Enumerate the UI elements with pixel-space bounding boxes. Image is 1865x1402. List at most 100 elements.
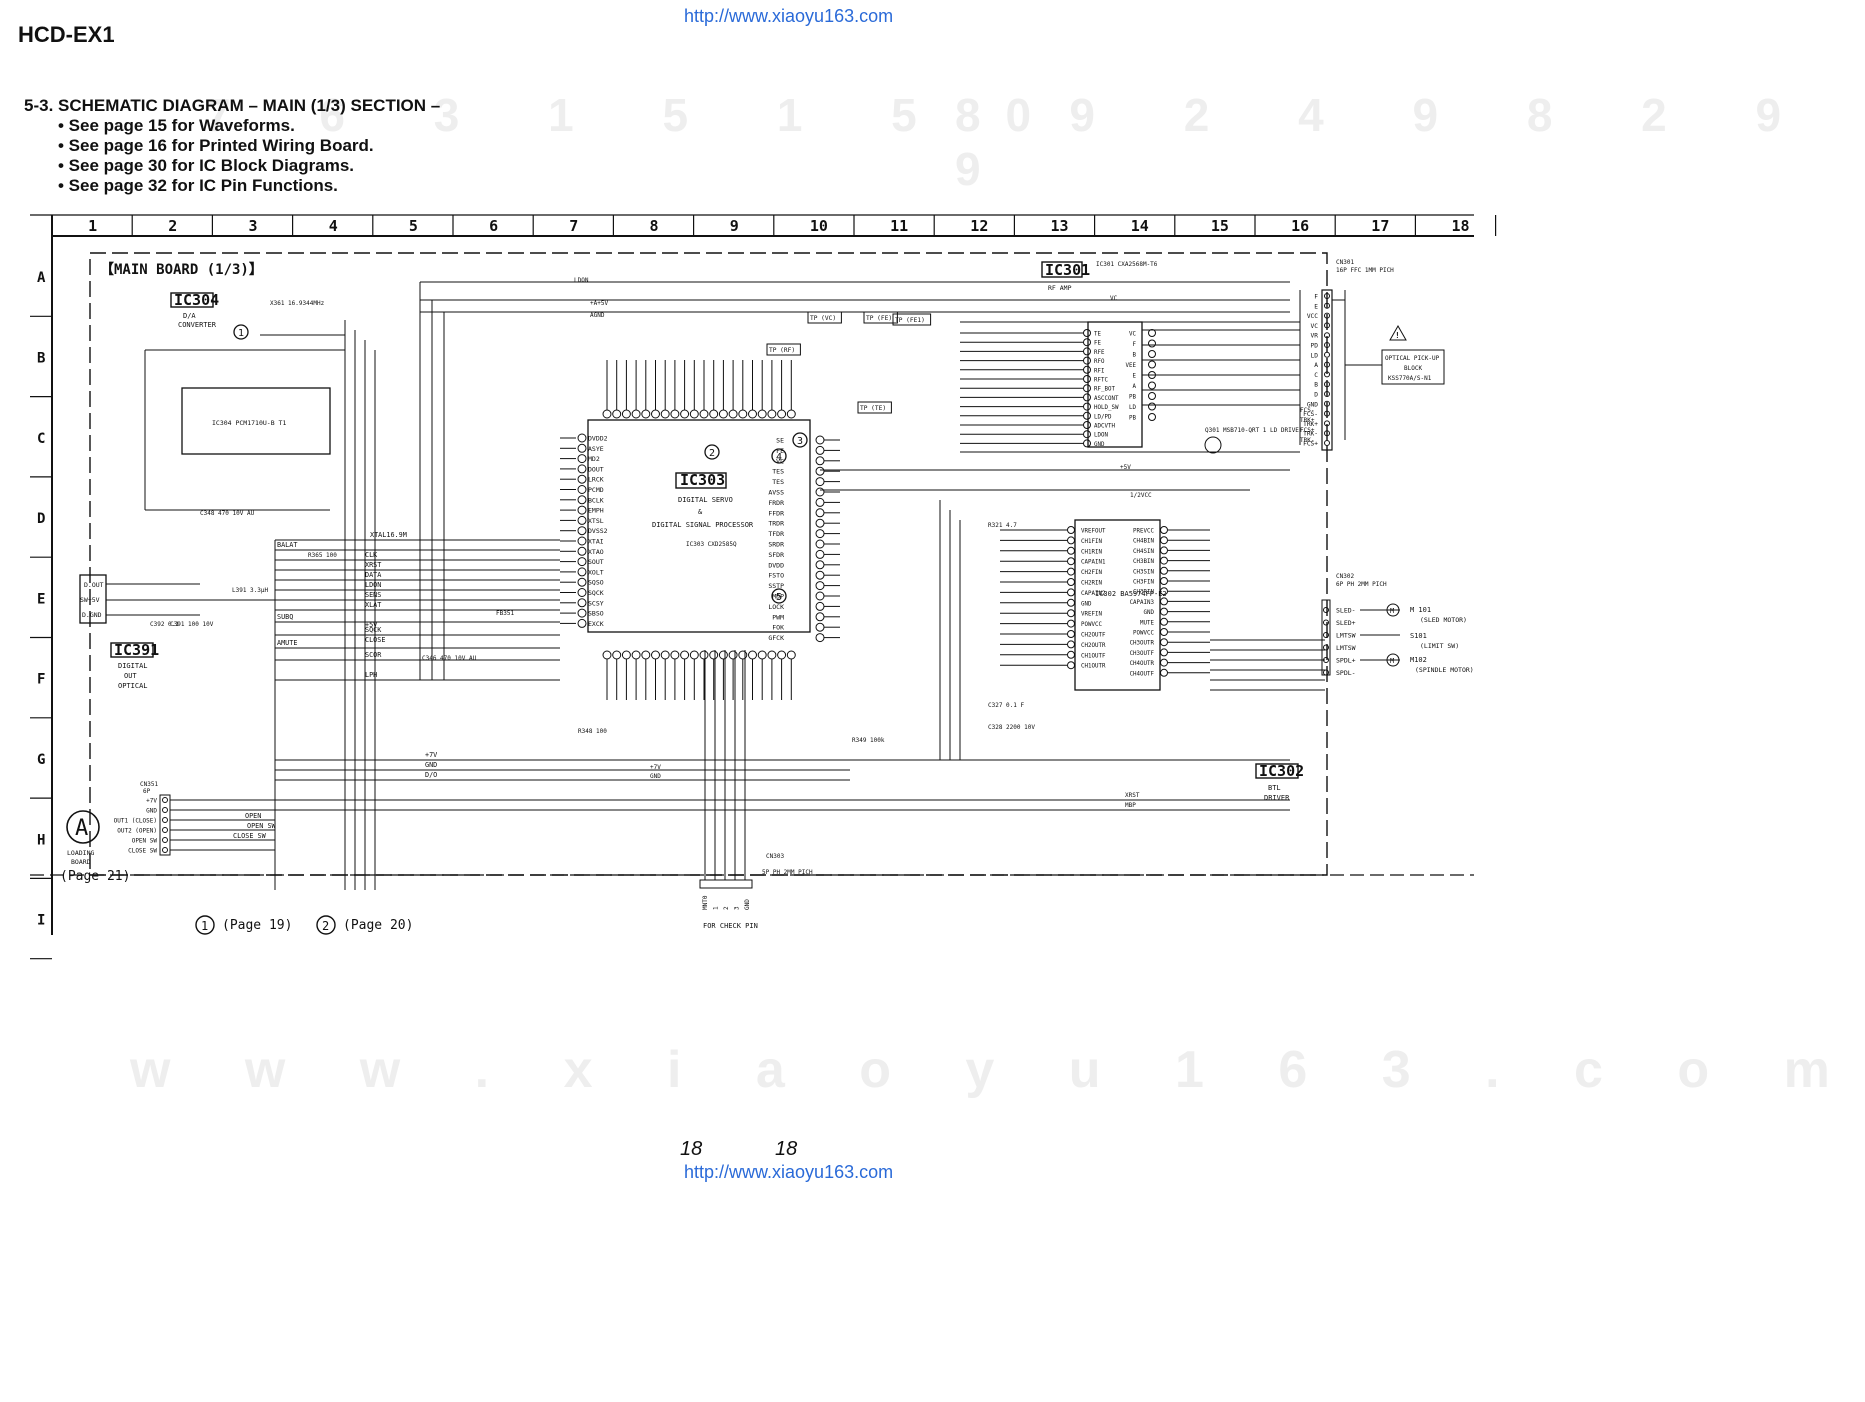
r348-label: R348 100 [578,728,607,735]
ic302-pin-left: CH1FIN [1081,539,1102,545]
cn301-pin: F [1314,294,1318,301]
x361-label: X361 16.9344MHz [270,300,325,307]
ic303-desc1: DIGITAL SERVO [678,496,733,504]
ic303-pin-left: EMPH [588,507,604,515]
ic301-pin-left: LDON [1094,433,1108,439]
cn303-pin: 3 [734,906,741,910]
watermark-site: w w w . x i a o y u 1 6 3 . c o m [130,1041,1860,1099]
ic302: IC302 BA5974FP-E2 IC302 BTL DRIVER [1074,519,1304,802]
grid-row-G: G [37,752,45,768]
cn301-pin: LD [1311,352,1319,359]
bus-signal: XLAT [365,601,381,609]
ic303-pin-left: SCSY [588,599,604,607]
cn302-pin: SPDL- [1336,669,1356,677]
bus-signal-right: MBP [1125,802,1136,809]
ic391-ref: IC391 [114,641,159,659]
ic303-pin-right: FRDR [768,499,784,507]
page-number-left: 18 [680,1138,703,1160]
grid-col-11: 11 [890,217,908,235]
grid-row-H: H [37,832,45,848]
cn301-pin: GND [1307,401,1318,408]
ic391-pin-dgnd: D.GND [82,611,102,619]
bus-signal-right: AGND [590,312,605,319]
bottom-url[interactable]: http://www.xiaoyu163.com [684,1162,894,1182]
marker-3: 3 [797,436,803,447]
cn351: CN351 6P [140,781,171,856]
ic303-pin-left: LRCK [588,476,604,484]
ic303-pin-right: SFDR [768,551,784,559]
ic304-part: IC304 PCM1710U-B T1 [212,419,286,427]
ic301-pin-right: E [1133,374,1137,380]
ic303: IC303 DIGITAL SERVO & DIGITAL SIGNAL PRO… [587,419,811,633]
marker-5: 5 [776,592,782,603]
cn301-ref: CN301 [1336,259,1354,266]
grid-row-B: B [37,350,45,366]
section-title: 5-3. SCHEMATIC DIAGRAM – MAIN (1/3) SECT… [24,96,441,115]
ic303-pin-left: MD2 [588,455,600,463]
bus-signal-right: +A+5V [590,300,608,307]
bus-signal: CLOSE_SW [233,832,267,840]
ic301-pin-left: GND [1094,442,1105,448]
ic302-pin-left: CAPAIN1 [1081,560,1106,566]
grid-col-12: 12 [970,217,988,235]
bus-signal: BALAT [277,541,297,549]
cn301: CN301 16P FFC 1MM PICH [1321,259,1394,451]
bus-signal: +5V [365,621,377,629]
cn301-pin: FCS+ [1303,441,1318,448]
fb351-label: FB351 [496,610,514,617]
ic302-ref: IC302 [1259,762,1304,780]
ic303-pin-right: AVSS [768,489,784,497]
bus-signal-right: +7V [650,764,661,771]
grid-col-7: 7 [569,217,578,235]
cn302-pin: SLED+ [1336,619,1356,627]
ic301-ref: IC301 [1045,261,1090,279]
ic303-pin-left: ASYE [588,445,604,453]
ic301-pin-left: RFI [1094,368,1104,374]
ic302-pin-right: GND [1144,610,1155,616]
top-url[interactable]: http://www.xiaoyu163.com [684,6,894,26]
q301-label: Q301 MSB710-QRT 1 LD DRIVE [1205,427,1299,434]
ic301-pin-right: F [1133,342,1137,348]
svg-text:1: 1 [201,919,208,933]
svg-text:!: ! [1395,331,1400,340]
ic302-pin-left: GND [1081,601,1092,607]
optical-l2: BLOCK [1404,365,1422,372]
loading-board: A LOADING BOARD (Page 21) [60,810,130,884]
cn301-desc: 16P FFC 1MM PICH [1336,267,1394,274]
ic303-pin-right: MDP [772,593,784,601]
ic302-pin-left: CH2RIN [1081,581,1102,587]
svg-text:M: M [1390,607,1394,615]
ic302-pin-right: CH4SIN [1133,549,1154,555]
ic301-pin-right: VC [1129,332,1136,338]
bus-signal: SQCK [365,626,382,634]
bus-signal-right: +5V [1120,464,1131,471]
cn303-ref: CN303 [766,853,784,860]
bus-signal: LPH [365,671,377,679]
ic303-pin-right: SE [776,437,784,445]
grid-col-13: 13 [1051,217,1069,235]
cn303-pin: GND [744,899,751,910]
bus-signal-right: FCS- [1300,407,1314,414]
ic301-pin-right: PB [1129,395,1136,401]
cn302-ref: CN302 [1336,573,1354,580]
offpage-2: 2 (Page 20) [316,915,413,935]
grid-col-18: 18 [1452,217,1470,235]
cn303-pin: 2 [723,906,730,910]
bus-signal: XTAL16.9M [370,531,407,539]
ic303-pin-right: PWM [772,613,784,621]
bus-signal: DATA [365,571,381,579]
optical-pickup: OPTICAL PICK-UP BLOCK KSS770A/S-N1 ! [1381,324,1445,385]
ic303-pin-right: TES [772,478,784,486]
grid-row-A: A [37,270,46,286]
cn301-pin: E [1314,303,1318,310]
ic303-pin-right: VC [776,457,784,465]
bus-signal-right: GND [650,773,661,780]
ic302-pin-left: CAPAIN2 [1081,591,1105,597]
grid-col-17: 17 [1371,217,1389,235]
bus-signal: D/O [425,771,437,779]
ic303-pin-right: FSTO [768,572,784,580]
ic303-pin-right: DVDD [768,561,784,569]
note-wiring-board: • See page 16 for Printed Wiring Board. [58,136,374,155]
grid-col-9: 9 [730,217,739,235]
ic303-pin-left: SBSO [588,610,604,618]
